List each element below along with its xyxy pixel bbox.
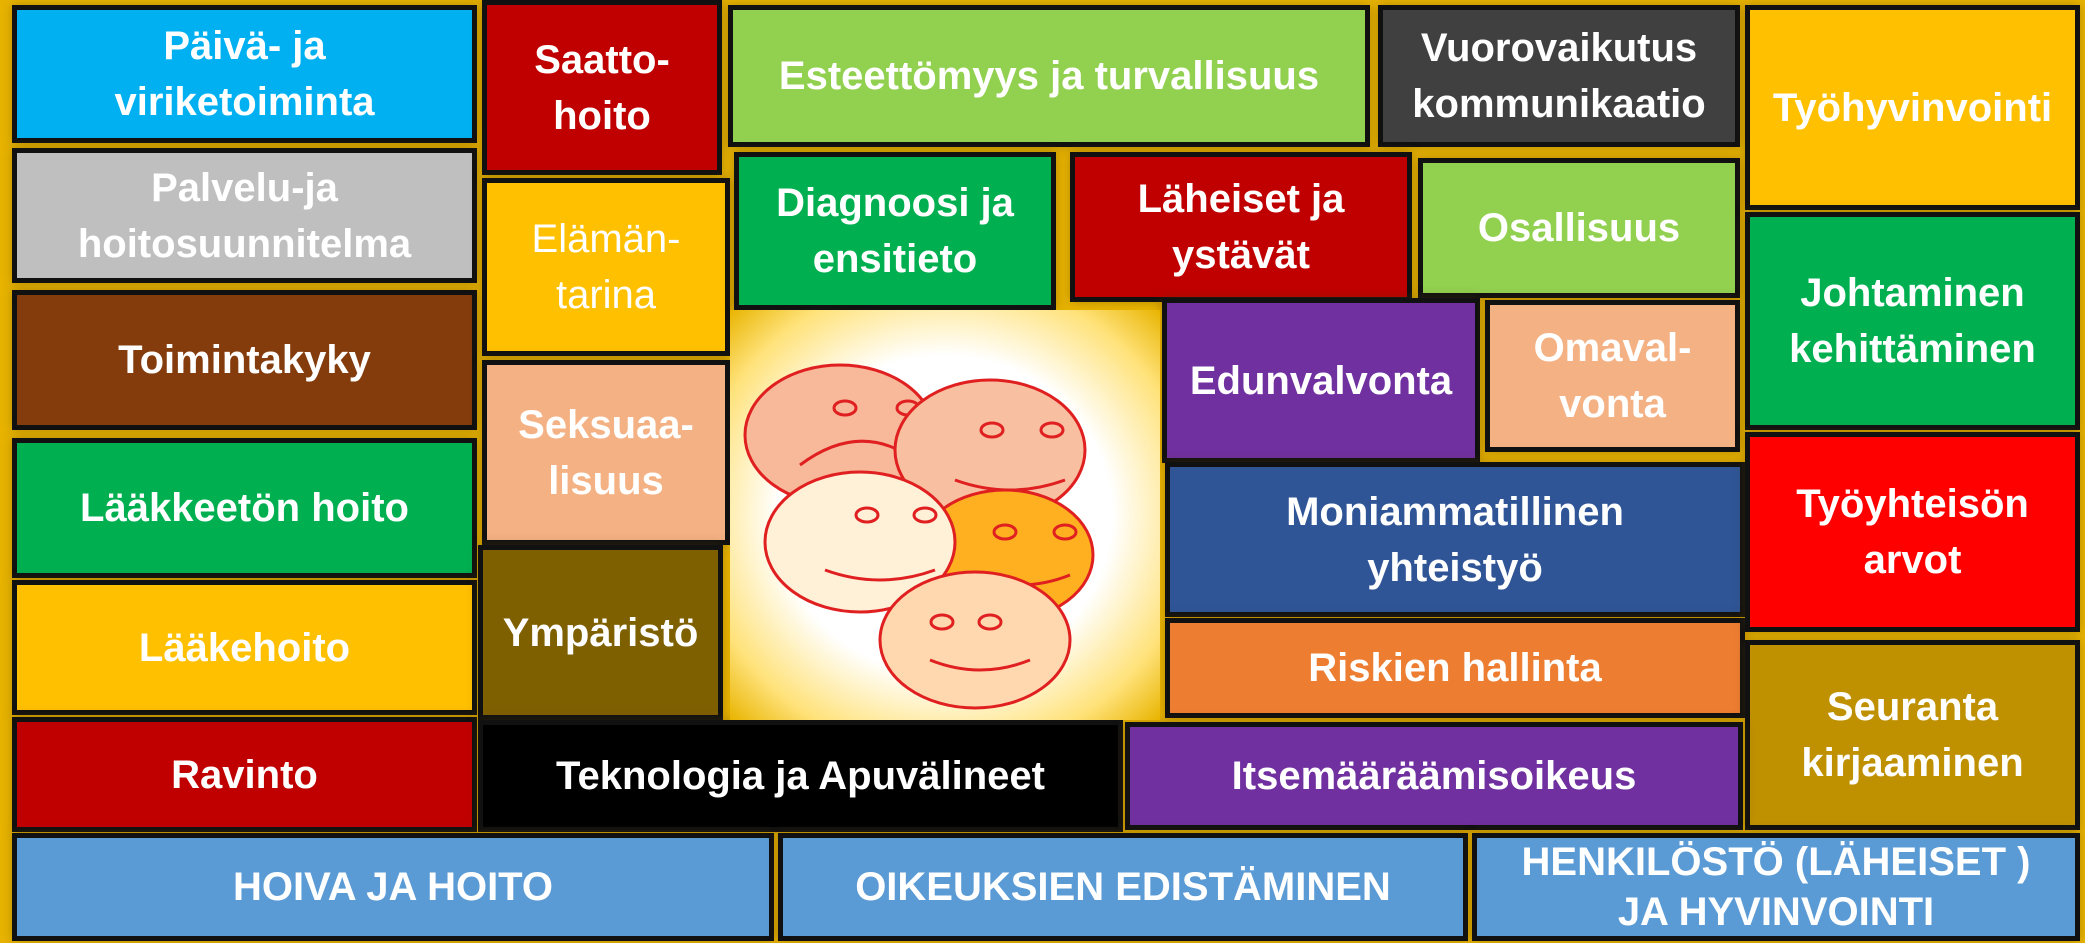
tile-edunvalvonta: Edunvalvonta xyxy=(1162,298,1480,463)
tile-osallisuus: Osallisuus xyxy=(1418,158,1740,298)
tile-label: Läheiset ja ystävät xyxy=(1137,177,1345,277)
tile-label: Elämän- tarina xyxy=(531,217,681,317)
tile-seksuaalisuus: Seksuaa- lisuus xyxy=(482,360,730,545)
tile-label: Itsemääräämisoikeus xyxy=(1231,754,1637,798)
tile-label: HENKILÖSTÖ (LÄHEISET ) JA HYVINVOINTI xyxy=(1521,840,2031,934)
tile-label: Vuorovaikutus kommunikaatio xyxy=(1412,26,1706,126)
tile-toimintakyky: Toimintakyky xyxy=(12,290,477,430)
tile-label: Johtaminen kehittäminen xyxy=(1789,271,2036,371)
tile-label: Päivä- ja viriketoiminta xyxy=(114,24,375,124)
tile-laheiset-ja-ystavat: Läheiset ja ystävät xyxy=(1070,152,1412,302)
tile-ravinto: Ravinto xyxy=(12,717,477,832)
tile-palvelu-ja-hoitosuunnitelma: Palvelu-ja hoitosuunnitelma xyxy=(12,148,477,283)
tile-diagnoosi-ja-ensitieto: Diagnoosi ja ensitieto xyxy=(734,152,1056,310)
banner-henkilosto-ja-hyvinvointi: HENKILÖSTÖ (LÄHEISET ) JA HYVINVOINTI xyxy=(1472,833,2080,941)
tile-label: Seuranta kirjaaminen xyxy=(1801,685,2024,785)
tile-label: Toimintakyky xyxy=(118,338,371,382)
tile-teknologia-ja-apuvalineet: Teknologia ja Apuvälineet xyxy=(478,720,1123,832)
tile-label: Työyhteisön arvot xyxy=(1796,482,2029,582)
tile-label: Moniammatillinen yhteistyö xyxy=(1286,489,1624,590)
tile-label: Lääkkeetön hoito xyxy=(80,486,409,530)
tile-seuranta-kirjaaminen: Seuranta kirjaaminen xyxy=(1745,640,2080,830)
banner-hoiva-ja-hoito: HOIVA JA HOITO xyxy=(12,833,774,941)
tile-label: Seksuaa- lisuus xyxy=(518,402,694,503)
tile-moniammatillinen-yhteistyo: Moniammatillinen yhteistyö xyxy=(1165,462,1745,617)
tile-ymparisto: Ympäristö xyxy=(478,545,723,720)
tile-label: Saatto- hoito xyxy=(534,37,670,138)
tile-esteettomyys-ja-turvallisuus: Esteettömyys ja turvallisuus xyxy=(728,5,1370,147)
tile-label: Edunvalvonta xyxy=(1189,358,1453,403)
smiley-face-bottom-icon xyxy=(878,570,1072,710)
tile-vuorovaikutus-kommunikaatio: Vuorovaikutus kommunikaatio xyxy=(1378,5,1740,147)
tile-label: Ympäristö xyxy=(502,610,699,655)
tile-label: Esteettömyys ja turvallisuus xyxy=(778,54,1320,98)
tile-label: Työhyvinvointi xyxy=(1772,85,2053,130)
tile-label: Teknologia ja Apuvälineet xyxy=(556,754,1045,798)
tile-label: Riskien hallinta xyxy=(1308,646,1602,690)
tile-label: HOIVA JA HOITO xyxy=(232,865,554,909)
tile-label: Osallisuus xyxy=(1477,206,1681,250)
smiley-faces-svg xyxy=(743,363,1095,710)
tile-tyoyhteison-arvot: Työyhteisön arvot xyxy=(1745,432,2080,632)
smiley-faces-illustration xyxy=(730,310,1160,720)
tile-laakkeeton-hoito: Lääkkeetön hoito xyxy=(12,438,477,578)
tile-label: Palvelu-ja hoitosuunnitelma xyxy=(77,165,412,266)
tile-label: Ravinto xyxy=(171,752,318,797)
tile-omavalvonta: Omaval- vonta xyxy=(1485,300,1740,452)
tile-riskien-hallinta: Riskien hallinta xyxy=(1165,618,1745,718)
tile-label: Omaval- vonta xyxy=(1533,326,1692,426)
tile-label: Diagnoosi ja ensitieto xyxy=(776,181,1014,281)
tile-label: Lääkehoito xyxy=(138,625,351,670)
tile-johtaminen-kehittaminen: Johtaminen kehittäminen xyxy=(1745,212,2080,430)
tile-elamantarina: Elämän- tarina xyxy=(482,178,730,356)
tile-laakehoito: Lääkehoito xyxy=(12,580,477,715)
tile-itsemaaraamisoikeus: Itsemääräämisoikeus xyxy=(1125,722,1743,830)
tile-tyohyvinvointi: Työhyvinvointi xyxy=(1745,5,2080,210)
tile-label: OIKEUKSIEN EDISTÄMINEN xyxy=(855,865,1391,909)
smiley-face-pale-icon xyxy=(763,470,957,614)
banner-oikeuksien-edistaminen: OIKEUKSIEN EDISTÄMINEN xyxy=(778,833,1468,941)
tile-paiva-ja-viriketoiminta: Päivä- ja viriketoiminta xyxy=(12,5,477,143)
tile-saattohoito: Saatto- hoito xyxy=(482,0,722,175)
